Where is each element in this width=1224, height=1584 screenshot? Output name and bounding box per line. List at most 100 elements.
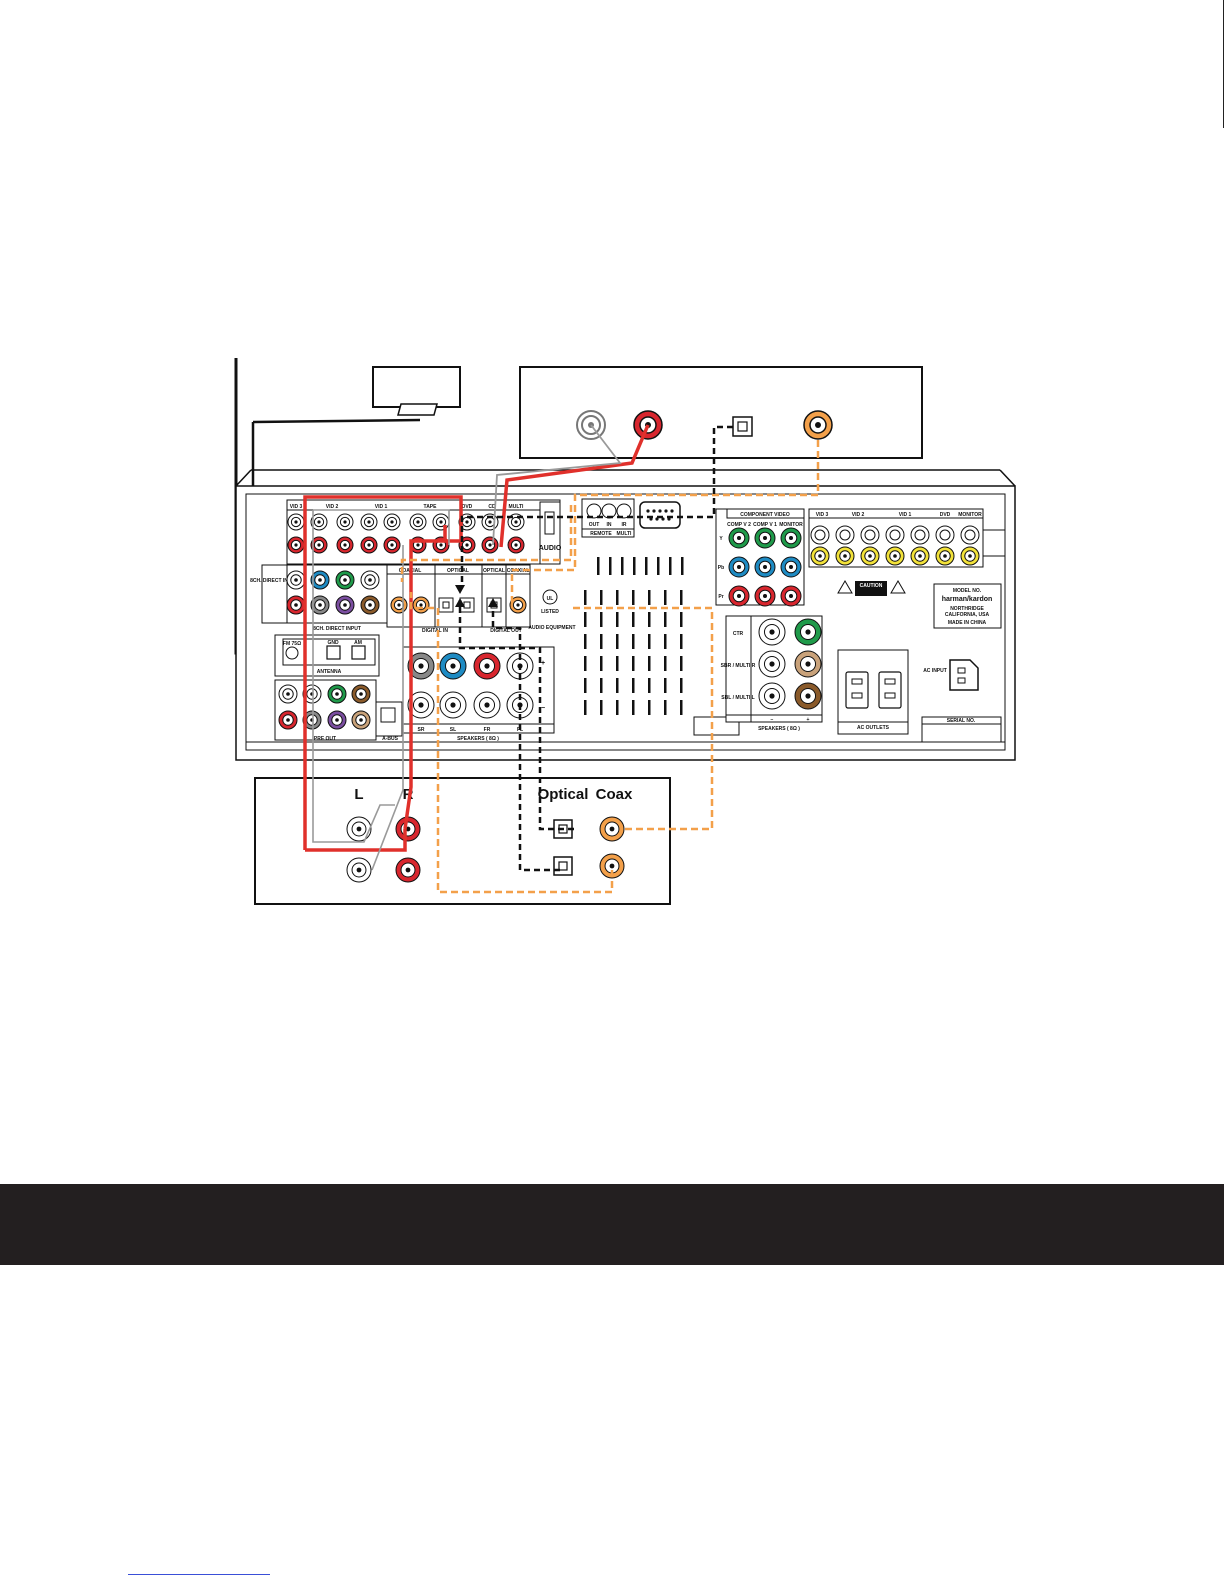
- composite-video-jack: [810, 546, 830, 566]
- ac-input-panel: AC INPUT SERIAL NO.: [921, 659, 1002, 743]
- top-group-label: TAPE: [424, 504, 438, 510]
- optical-jack: [438, 597, 454, 613]
- composite-video-jack: [835, 546, 855, 566]
- direct-input-jack: [286, 595, 306, 615]
- bottom-link-underline[interactable]: [128, 1574, 270, 1575]
- pre-out-jack: [278, 710, 298, 730]
- composite-video-jack: [935, 546, 955, 566]
- a-bus-label: A-BUS: [382, 736, 398, 742]
- video-group-label: VID 2: [852, 512, 865, 518]
- s-video-jack: [960, 525, 980, 545]
- multi-label: MULTI: [617, 531, 633, 537]
- pre-out-label: PRE OUT: [314, 736, 336, 742]
- top-group-label: MULTI: [509, 504, 525, 510]
- right-channel-label: R: [403, 786, 414, 803]
- brand-logo: harman/kardon: [942, 596, 993, 603]
- speaker-terminal-negative: [758, 682, 786, 710]
- composite-video-jack: [860, 546, 880, 566]
- antenna-label: ANTENNA: [317, 669, 342, 675]
- vent-grille: [584, 557, 684, 715]
- s-video-jack: [810, 525, 830, 545]
- orange-cable-bottom-1: [571, 606, 714, 831]
- component-video-jack: [754, 527, 776, 549]
- video-group-label: VID 3: [816, 512, 829, 518]
- composite-video-jack: [960, 546, 980, 566]
- speaker-channel-label: FR: [484, 727, 491, 733]
- audio-jack-left: [336, 513, 354, 531]
- remote-in-label: IN: [607, 522, 612, 528]
- orange-cable-top: [510, 440, 820, 608]
- center-speaker-label: SBL / MULTI L: [721, 695, 754, 701]
- svg-text:−: −: [541, 705, 545, 712]
- listed-label: LISTED: [541, 609, 559, 615]
- top-group-label: VID 2: [326, 504, 339, 510]
- component-video-jack: [754, 585, 776, 607]
- rs232-port: [639, 501, 681, 529]
- speaker-terminal-negative: [473, 691, 501, 719]
- speaker-terminal-negative: [758, 618, 786, 646]
- component-video-jack: [728, 585, 750, 607]
- remote-panel: OUT IN IR REMOTE MULTI: [581, 498, 681, 538]
- coax-label: Coax: [596, 786, 633, 803]
- pre-out-jack: [327, 684, 347, 704]
- audio-jack-left: [409, 513, 427, 531]
- s-video-jack: [860, 525, 880, 545]
- ac-outlets-label: AC OUTLETS: [857, 725, 890, 731]
- cables: [303, 424, 820, 894]
- svg-text:−: −: [771, 717, 774, 723]
- direct-input-bottom-label: 8CH. DIRECT INPUT: [313, 626, 361, 632]
- optical-label: Optical: [538, 786, 589, 803]
- red-cable-top: [499, 424, 650, 548]
- svg-text:+: +: [807, 717, 810, 723]
- audio-equipment-label: AUDIO EQUIPMENT: [528, 625, 575, 631]
- audio-jack-right: [481, 536, 499, 554]
- svg-text:NORTHRIDGE: NORTHRIDGE: [950, 606, 984, 612]
- component-column-label: COMP V 2: [727, 522, 751, 528]
- optical-jack: [459, 597, 475, 613]
- audio-jack-left: [383, 513, 401, 531]
- optical-in-label: OPTICAL: [447, 568, 469, 574]
- svg-text:MODEL NO.: MODEL NO.: [953, 588, 982, 594]
- audio-jack-right: [360, 536, 378, 554]
- orange-cable-bottom-2: [409, 592, 614, 894]
- audio-jack-left: [310, 513, 328, 531]
- svg-text:UL: UL: [547, 596, 554, 602]
- direct-input-jack: [360, 570, 380, 590]
- component-column-label: COMP V 1: [753, 522, 777, 528]
- speaker-terminal-negative: [758, 650, 786, 678]
- component-video-jack: [728, 556, 750, 578]
- speaker-terminal-positive: [407, 652, 435, 680]
- direct-input-jack: [335, 570, 355, 590]
- s-video-jack: [910, 525, 930, 545]
- audio-jack-right: [383, 536, 401, 554]
- speaker-terminal-positive: [794, 618, 822, 646]
- component-video-jack: [780, 527, 802, 549]
- speaker-channel-label: SL: [450, 727, 456, 733]
- component-column-label: MONITOR: [779, 522, 803, 528]
- svg-text:+: +: [541, 660, 545, 667]
- am-loop-antenna: [372, 366, 461, 408]
- coaxial-out-jack: [509, 596, 527, 614]
- audio-jack-left: [360, 513, 378, 531]
- component-video-jack: [780, 556, 802, 578]
- speaker-terminal-negative: [407, 691, 435, 719]
- bottom-source-device: L R Optical Coax: [254, 777, 671, 905]
- pre-out-jack: [278, 684, 298, 704]
- remote-ir-label: IR: [622, 522, 627, 528]
- top-device-optical-jack: [732, 416, 753, 437]
- video-group-label: VID 1: [899, 512, 912, 518]
- direct-input-side-label: 8CH. DIRECT INPUT: [250, 578, 298, 584]
- component-video-jack: [728, 527, 750, 549]
- caution-block: CAUTION: [837, 580, 906, 596]
- footer-band: [0, 1184, 1224, 1265]
- optical-cable-bottom-2: [491, 598, 560, 872]
- coaxial-in-jack: [390, 596, 408, 614]
- fm-label: FM 75Ω: [283, 641, 301, 647]
- direct-input-jack: [360, 595, 380, 615]
- center-speakers-label: SPEAKERS ( 8Ω ): [758, 726, 800, 732]
- remote-out-label: OUT: [589, 522, 600, 528]
